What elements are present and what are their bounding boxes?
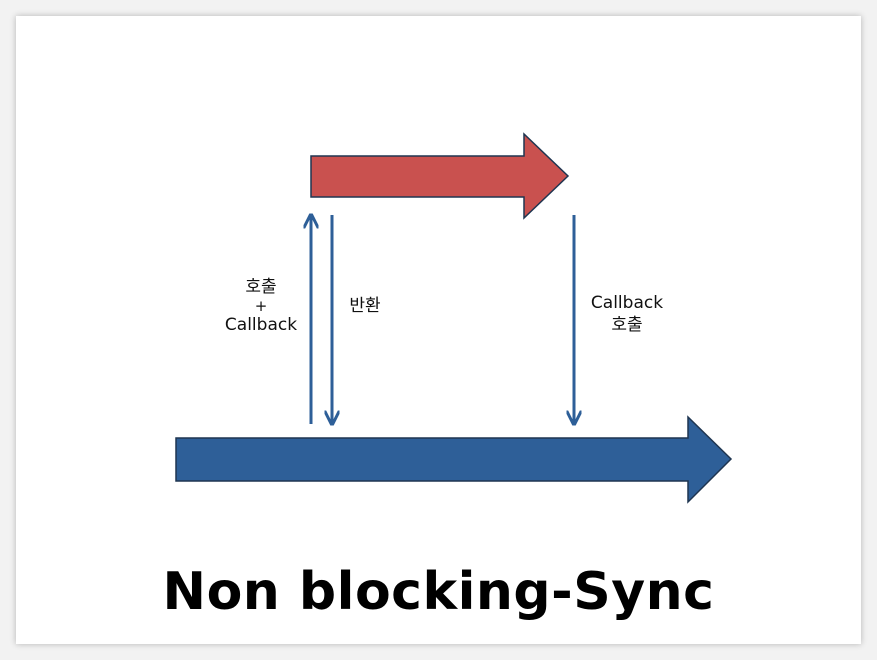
callback-label-line2: 호출 [611,315,643,335]
return-label: 반환 [349,296,381,316]
call-callback-label: 호출 + Callback [212,276,310,336]
main-thread-arrow [175,415,733,504]
callback-label-line1: Callback [590,293,664,313]
page-title: Non blocking-Sync [162,562,715,622]
slide-background [16,16,861,644]
call-label-line3: Callback [224,315,298,335]
worker-process-arrow [310,132,570,220]
callback-call-label: Callback 호출 [578,292,676,336]
call-label-line1: 호출 [245,277,277,297]
call-label-line2: + [254,297,268,315]
